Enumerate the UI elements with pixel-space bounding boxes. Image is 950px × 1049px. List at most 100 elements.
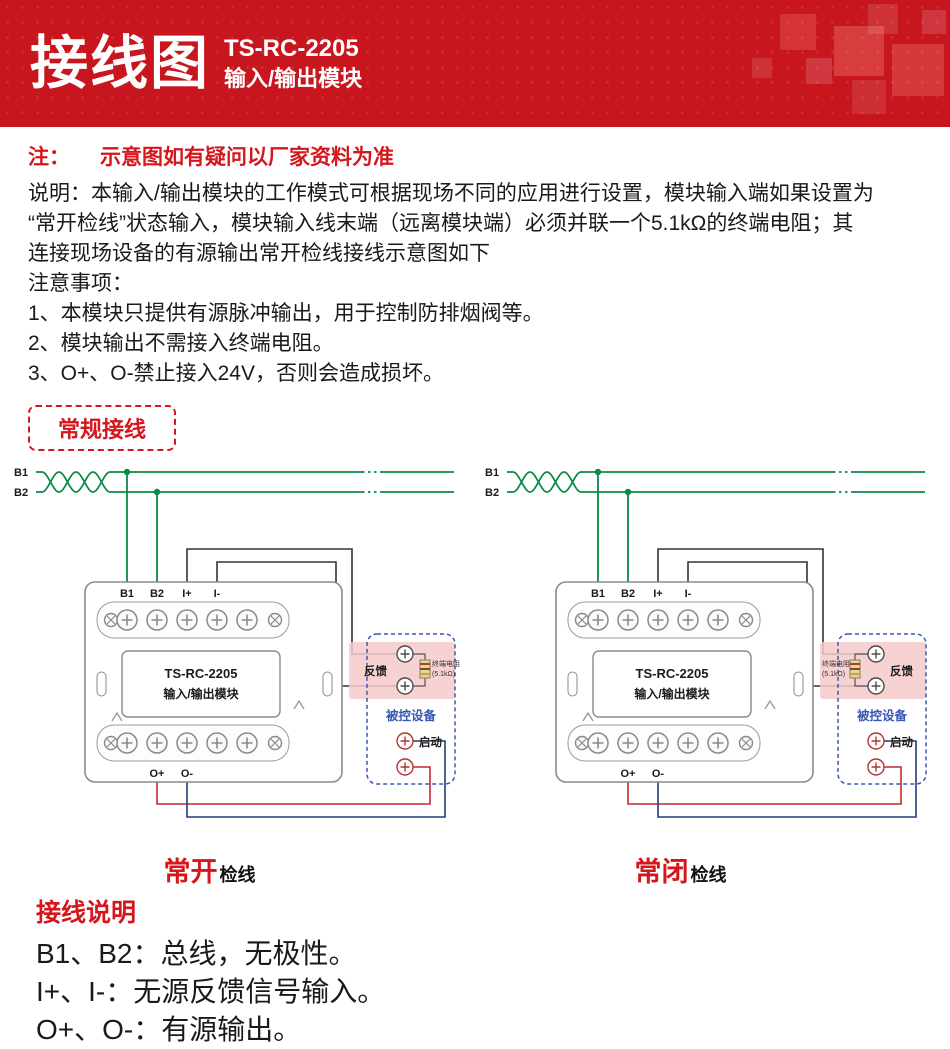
output-wires	[156, 740, 446, 818]
start-terminal	[396, 758, 414, 776]
screw-icon	[103, 735, 119, 751]
feedback-terminal	[867, 677, 885, 695]
header-banner: 接线图 TS-RC-2205 输入/输出模块	[0, 0, 950, 127]
eol-resistor-icon	[413, 653, 431, 687]
wiring-diagram-normally-open-svg: B1 B2 B1	[13, 466, 460, 818]
screw-icon	[738, 612, 754, 628]
diagram-normally-closed: B1 B2 B1	[483, 459, 948, 889]
description-line: 2、模块输出不需接入终端电阻。	[28, 332, 334, 355]
controlled-device-label: 被控设备	[386, 708, 437, 723]
terminal-label-o-plus: O+	[621, 768, 636, 780]
caption-main: 常闭	[634, 857, 689, 887]
feedback-highlight	[820, 642, 926, 699]
decor-square	[752, 58, 772, 78]
module-name-text: 输入/输出模块	[634, 686, 710, 701]
terminal-o-minus	[647, 732, 669, 754]
eol-resistor-icon	[849, 653, 868, 687]
caption-sub: 检线	[690, 865, 727, 885]
orientation-arrow-icon	[582, 711, 594, 722]
terminal-o-minus	[176, 732, 198, 754]
screw-icon	[574, 735, 590, 751]
caption-main: 常开	[163, 857, 218, 887]
orientation-arrow-icon	[111, 711, 123, 722]
terminal-o-plus	[617, 732, 639, 754]
wiring-diagrams: B1 B2 B1	[0, 459, 950, 889]
output-wires	[627, 740, 917, 818]
decor-square	[868, 4, 898, 34]
resistor-label-1: 终端电阻	[432, 659, 460, 668]
terminal-i-plus	[647, 609, 669, 631]
start-label: 启动	[419, 735, 442, 749]
start-terminal	[867, 732, 885, 750]
bus-label-b2: B2	[14, 487, 28, 499]
start-label: 启动	[890, 735, 913, 749]
caption-sub: 检线	[219, 865, 256, 885]
model-number: TS-RC-2205	[224, 35, 359, 63]
terminal-b1	[587, 609, 609, 631]
terminal-spare-top	[707, 609, 729, 631]
note-text: 示意图如有疑问以厂家资料为准	[100, 146, 394, 169]
description-line: 注意事项：	[28, 272, 133, 295]
controlled-device-label: 被控设备	[857, 708, 908, 723]
terminal-b2	[617, 609, 639, 631]
decor-square	[852, 80, 886, 114]
terminal-spare-top	[236, 609, 258, 631]
terminal-label-o-plus: O+	[150, 768, 165, 780]
terminal-label-b1: B1	[120, 588, 134, 600]
description: 说明：本输入/输出模块的工作模式可根据现场不同的应用进行设置，模块输入端如果设置…	[28, 179, 922, 389]
terminal-i-minus	[677, 609, 699, 631]
mounting-slot	[322, 671, 333, 697]
description-line: 1、本模块只提供有源脉冲输出，用于控制防排烟阀等。	[28, 302, 544, 325]
terminal-b2	[146, 609, 168, 631]
controlled-device-box: 反馈 终端电阻 (5.1kΩ) 被控设备 启动	[349, 633, 460, 785]
start-terminal	[867, 758, 885, 776]
section-badge: 常规接线	[28, 405, 177, 451]
terminal-spare-bottom	[116, 732, 138, 754]
orientation-arrow-icon	[293, 699, 305, 710]
bus-label-b1: B1	[485, 467, 499, 479]
legend-item: O+、O-：有源输出。	[36, 1014, 302, 1045]
resistor-label-2: (5.1kΩ)	[432, 671, 455, 678]
terminal-spare-bottom	[206, 732, 228, 754]
screw-icon	[103, 612, 119, 628]
screw-icon	[738, 735, 754, 751]
feedback-terminal	[396, 677, 414, 695]
header-subtitle-block: TS-RC-2205 输入/输出模块	[224, 35, 362, 91]
decor-square	[780, 14, 816, 50]
decor-square	[922, 10, 946, 34]
terminal-spare-bottom	[236, 732, 258, 754]
terminal-label-i-minus: I-	[685, 588, 692, 600]
terminal-label-o-minus: O-	[652, 768, 665, 780]
terminal-i-plus	[176, 609, 198, 631]
decor-square	[892, 44, 944, 96]
diagram-normally-open: B1 B2 B1	[12, 459, 477, 889]
screw-icon	[574, 612, 590, 628]
legend-title: 接线说明	[36, 899, 137, 927]
caption-normally-open: 常开检线	[12, 850, 407, 889]
feedback-terminal	[396, 645, 414, 663]
start-terminal	[396, 732, 414, 750]
terminal-i-minus	[206, 609, 228, 631]
mounting-slot	[567, 671, 578, 697]
module-model-text: TS-RC-2205	[165, 666, 238, 681]
feedback-terminal	[867, 645, 885, 663]
bus-label-b2: B2	[485, 487, 499, 499]
terminal-label-b1: B1	[591, 588, 605, 600]
resistor-label-1: 终端电阻	[822, 659, 850, 668]
resistor-label-2: (5.1kΩ)	[822, 671, 845, 678]
description-line: 说明：本输入/输出模块的工作模式可根据现场不同的应用进行设置，模块输入端如果设置…	[28, 182, 874, 205]
decor-square	[806, 58, 832, 84]
terminal-spare-bottom	[707, 732, 729, 754]
wiring-legend: 接线说明 B1、B2：总线，无极性。 I+、I-：无源反馈信号输入。 O+、O-…	[36, 893, 950, 1049]
feedback-label: 反馈	[364, 664, 387, 678]
terminal-o-plus	[146, 732, 168, 754]
terminal-spare-bottom	[587, 732, 609, 754]
terminal-label-i-plus: I+	[182, 588, 191, 600]
mounting-slot	[96, 671, 107, 697]
caption-normally-closed: 常闭检线	[483, 850, 878, 889]
module-name-text: 输入/输出模块	[163, 686, 239, 701]
legend-item: B1、B2：总线，无极性。	[36, 938, 357, 969]
terminal-spare-bottom	[677, 732, 699, 754]
terminal-label-b2: B2	[150, 588, 164, 600]
wiring-diagram-normally-closed-svg: B1 B2 B1	[484, 466, 927, 818]
